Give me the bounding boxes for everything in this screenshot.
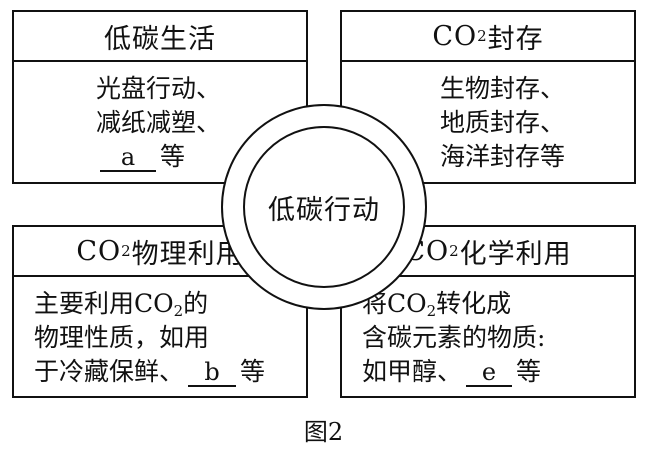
title-pre: CO — [76, 235, 122, 267]
title-post: 物理利用 — [131, 238, 244, 270]
text-suffix: 等 — [240, 357, 266, 386]
text-line: 将CO2转化成 — [362, 287, 634, 321]
text-suffix: 等 — [160, 142, 186, 171]
text-subscript: 2 — [173, 302, 184, 320]
text-post: 转化成 — [436, 289, 512, 318]
text-post: 的 — [183, 289, 209, 318]
blank-b: b — [188, 359, 237, 387]
text-prefix: 如甲醇、 — [362, 357, 463, 386]
box-body-co2-storage: 生物封存、 地质封存、 海洋封存等 — [342, 62, 634, 182]
center-circle: 低碳行动 — [243, 126, 405, 288]
text-line: 海洋封存等 — [440, 142, 566, 171]
figure-caption: 图2 — [303, 418, 344, 446]
text-prefix: 于冷藏保鲜、 — [34, 357, 185, 386]
text-line: 生物封存、 — [440, 74, 566, 103]
text-line: 减纸减塑、 — [96, 108, 222, 137]
text-line: 地质封存、 — [440, 108, 566, 137]
blank-e: e — [466, 359, 513, 387]
text-suffix: 等 — [516, 357, 542, 386]
text-line: 光盘行动、 — [96, 74, 222, 103]
box-title-low-carbon-life: 低碳生活 — [14, 12, 306, 62]
text-line: 主要利用CO2的 — [34, 287, 306, 321]
text-line: 物理性质，如用 — [34, 323, 210, 352]
title-post: 化学利用 — [459, 238, 572, 270]
text-pre: 主要利用CO — [34, 289, 174, 318]
title-post: 封存 — [487, 23, 544, 55]
text-subscript: 2 — [426, 302, 437, 320]
title-pre: CO — [432, 20, 478, 52]
text-line: 含碳元素的物质: — [362, 323, 546, 352]
blank-a: a — [100, 144, 156, 172]
